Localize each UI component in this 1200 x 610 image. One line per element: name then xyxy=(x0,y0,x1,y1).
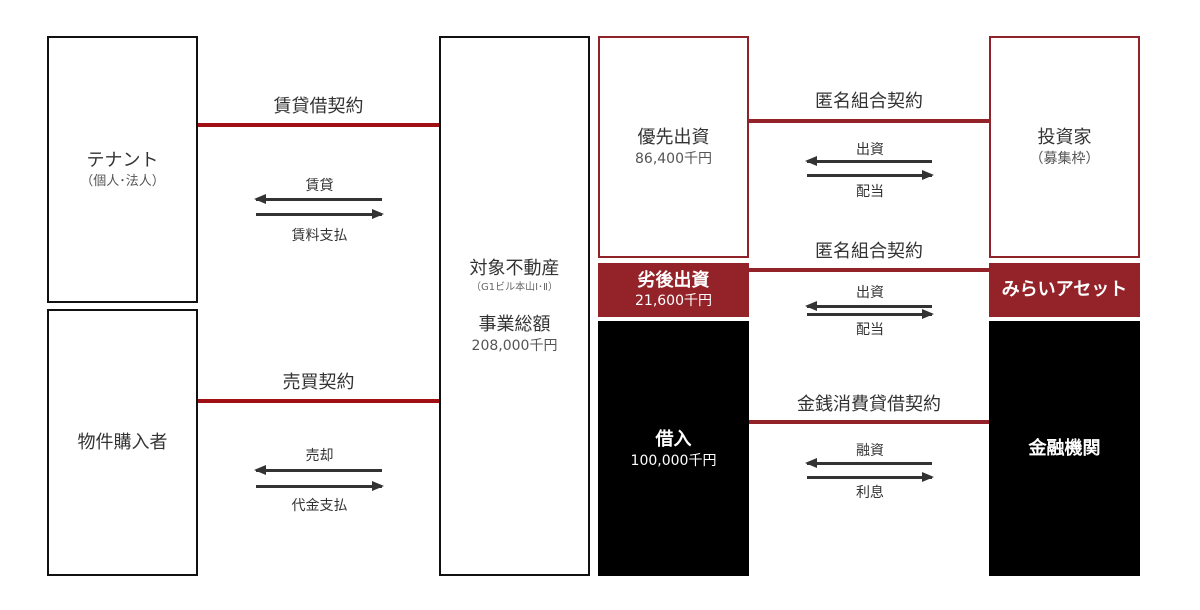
property-sub: （G1ビル本山Ⅰ･Ⅱ） xyxy=(471,282,558,293)
loan-amount: 100,000千円 xyxy=(630,452,717,469)
arrow-right-icon xyxy=(807,472,934,482)
investor-title: 投資家 xyxy=(1037,127,1092,148)
senior-amount: 86,400千円 xyxy=(635,151,712,167)
rel1-contract-label: 匿名組合契約 xyxy=(815,91,923,112)
rel2-arrow-right-label: 配当 xyxy=(856,322,884,338)
junior-title: 劣後出資 xyxy=(637,270,710,291)
rel1-contract-line xyxy=(749,119,989,123)
arrow-right-icon xyxy=(807,309,934,319)
lease-contract-label: 賃貸借契約 xyxy=(273,96,364,117)
tenant-sub: （個人･法人） xyxy=(80,173,165,189)
rel3-arrow-right-label: 利息 xyxy=(856,485,884,501)
rel3-contract-line xyxy=(749,420,989,424)
rel2-contract-line xyxy=(749,268,989,272)
arrow-left-icon xyxy=(805,156,932,166)
rel1-arrow-left-label: 出資 xyxy=(856,142,884,158)
junior-amount: 21,600千円 xyxy=(635,293,712,309)
sale-contract-line xyxy=(198,399,439,403)
arrow-left-icon xyxy=(805,458,932,468)
arrow-right-icon xyxy=(807,170,934,180)
investor-sub: （募集枠） xyxy=(1029,151,1100,167)
buyer-title: 物件購入者 xyxy=(77,431,168,453)
rel2-contract-label: 匿名組合契約 xyxy=(815,241,923,262)
sale-arrow-right-label: 代金支払 xyxy=(291,498,348,514)
property-box: 対象不動産 （G1ビル本山Ⅰ･Ⅱ） 事業総額 208,000千円 xyxy=(439,36,590,576)
bank-box: 金融機関 xyxy=(989,321,1140,576)
senior-title: 優先出資 xyxy=(637,127,710,148)
rel3-contract-label: 金銭消費貸借契約 xyxy=(797,394,941,415)
tenant-title: テナント xyxy=(86,149,159,171)
bank-title: 金融機関 xyxy=(1028,437,1101,459)
mirai-asset-box: みらいアセット xyxy=(989,263,1140,317)
arrow-left-icon xyxy=(254,194,382,204)
rel2-arrow-left-label: 出資 xyxy=(856,285,884,301)
junior-equity-box: 劣後出資 21,600千円 xyxy=(598,263,749,317)
sale-contract-label: 売買契約 xyxy=(282,372,355,393)
sale-arrow-left-label: 売却 xyxy=(305,448,334,464)
loan-box: 借入 100,000千円 xyxy=(598,321,749,576)
senior-equity-box: 優先出資 86,400千円 xyxy=(598,36,749,258)
arrow-right-icon xyxy=(256,481,384,491)
lease-arrow-left-label: 賃貸 xyxy=(305,178,334,194)
arrow-left-icon xyxy=(254,465,382,475)
tenant-box: テナント （個人･法人） xyxy=(47,36,198,303)
rel3-arrow-left-label: 融資 xyxy=(856,443,884,459)
total-label: 事業総額 xyxy=(478,314,551,335)
buyer-box: 物件購入者 xyxy=(47,309,198,576)
loan-title: 借入 xyxy=(655,428,692,450)
property-title: 対象不動産 xyxy=(469,258,560,279)
lease-contract-line xyxy=(198,123,439,127)
mirai-title: みらいアセット xyxy=(1001,279,1128,300)
arrow-left-icon xyxy=(805,301,932,311)
investor-box: 投資家 （募集枠） xyxy=(989,36,1140,258)
rel1-arrow-right-label: 配当 xyxy=(856,184,884,200)
lease-arrow-right-label: 賃料支払 xyxy=(291,228,348,244)
arrow-right-icon xyxy=(256,209,384,219)
total-value: 208,000千円 xyxy=(471,338,558,354)
